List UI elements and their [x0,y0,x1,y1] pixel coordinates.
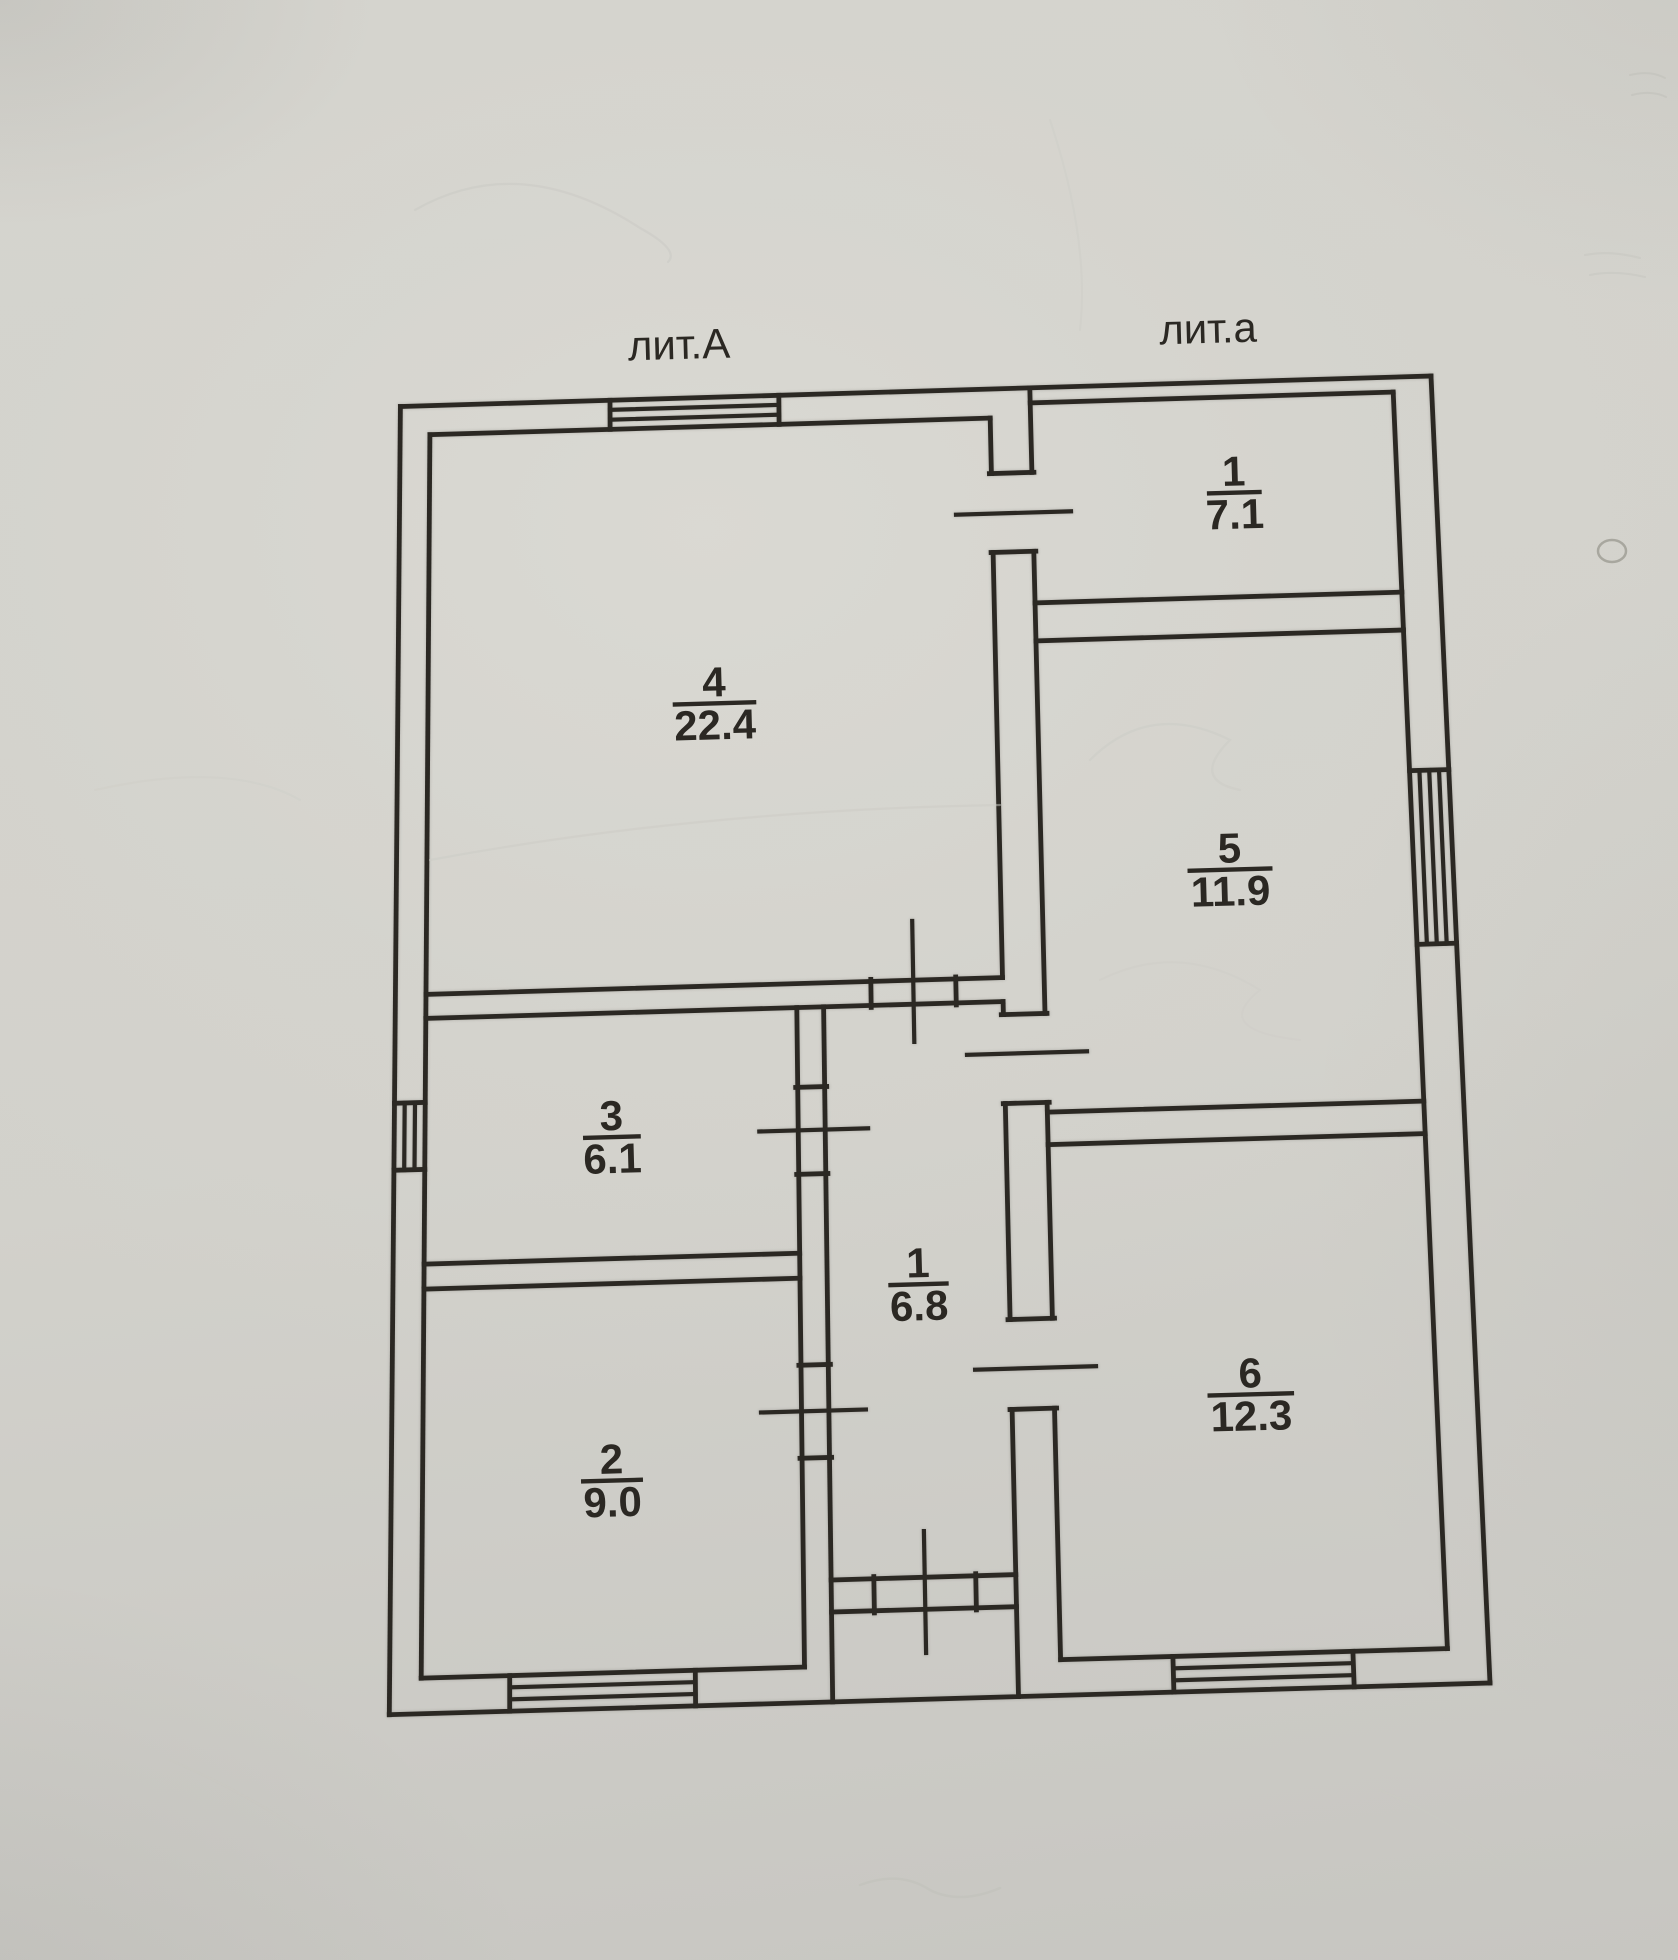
svg-text:2: 2 [599,1435,624,1483]
svg-text:4: 4 [702,658,727,706]
svg-text:22.4: 22.4 [674,700,758,749]
svg-text:5: 5 [1217,824,1242,872]
svg-text:1: 1 [906,1239,931,1287]
svg-text:3: 3 [599,1092,624,1140]
svg-text:7.1: 7.1 [1205,490,1265,539]
svg-text:лит.А: лит.А [627,320,731,370]
svg-text:1: 1 [1221,447,1246,495]
svg-text:6: 6 [1238,1349,1263,1397]
svg-text:6.1: 6.1 [583,1134,643,1183]
svg-text:лит.а: лит.а [1159,304,1258,354]
svg-text:12.3: 12.3 [1210,1391,1293,1440]
svg-text:6.8: 6.8 [889,1281,949,1330]
svg-text:9.0: 9.0 [583,1478,643,1527]
svg-text:11.9: 11.9 [1190,866,1271,915]
